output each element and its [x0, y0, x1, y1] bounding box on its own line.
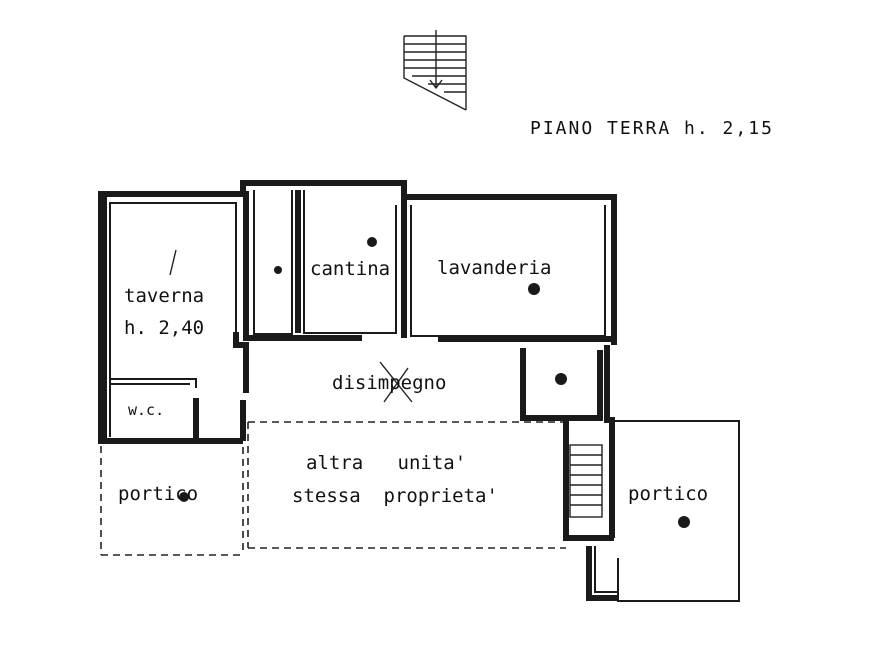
- top-stair-symbol: [403, 30, 467, 111]
- fixture-marks: [169, 237, 690, 528]
- room-taverna-label: taverna: [124, 285, 204, 307]
- room-portico-right-label: portico: [628, 483, 708, 505]
- room-lavanderia-label: lavanderia: [437, 257, 551, 279]
- walls: [98, 180, 740, 602]
- room-disimpegno-label: disimpegno: [332, 372, 446, 394]
- room-altra-line2: stessa proprieta': [292, 485, 498, 507]
- room-portico-left-label: portico: [118, 483, 198, 505]
- dashed-boundaries: [100, 421, 566, 556]
- room-altra-line1: altra unita': [306, 452, 466, 474]
- floor-title: PIANO TERRA h. 2,15: [530, 118, 774, 139]
- room-wc-label: w.c.: [128, 401, 164, 419]
- lower-stair: [569, 444, 603, 518]
- room-taverna-height: h. 2,40: [124, 317, 204, 339]
- room-cantina-label: cantina: [310, 258, 390, 280]
